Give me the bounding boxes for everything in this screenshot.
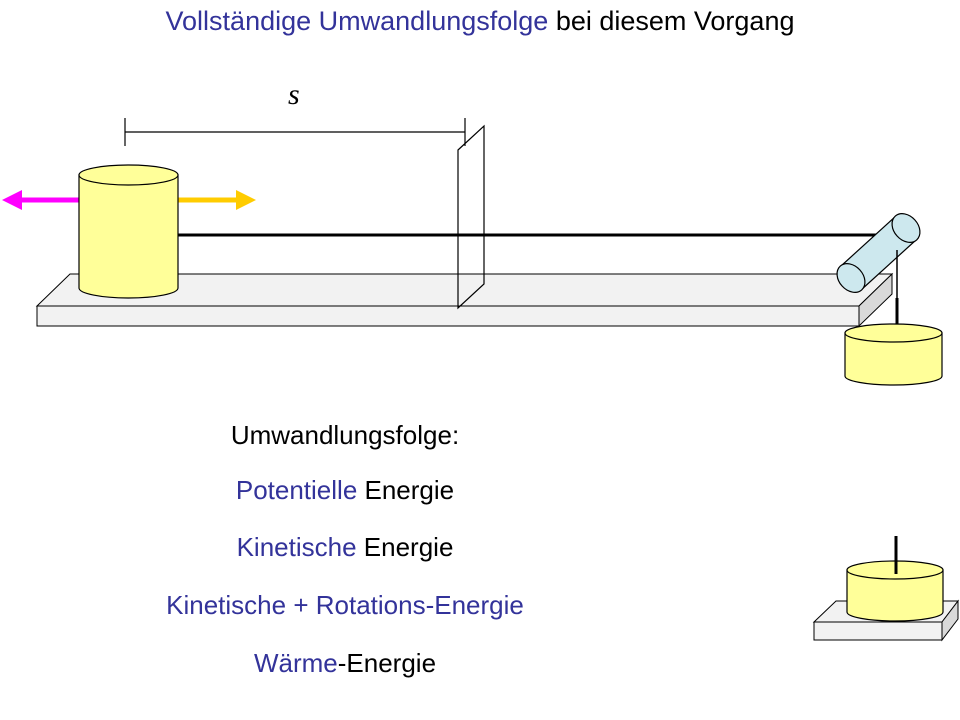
landed-weight (846, 560, 944, 622)
distance-label-s: s (288, 78, 300, 111)
sequence-line-potential-plain: Energie (357, 475, 455, 505)
title-rest: bei diesem Vorgang (555, 6, 795, 36)
sequence-line-heat-colored: Wärme (253, 648, 338, 678)
sequence-line-kinetic-plain: Energie (356, 532, 454, 562)
sequence-line-potential: Potentielle Energie (80, 475, 610, 506)
title-word-vollstaendige: Vollständige (165, 6, 312, 36)
arrow-right (178, 190, 256, 210)
sequence-line-heat-plain: -Energie (337, 648, 437, 678)
sequence-line-heat: Wärme-Energie (80, 648, 610, 679)
sequence-line-kinetic-rotation: Kinetische + Rotations-Energie (80, 590, 610, 621)
cart-cylinder (78, 164, 179, 299)
title-word-umwandlungsfolge: Umwandlungsfolge (318, 6, 549, 36)
track-board (35, 272, 894, 328)
arrow-left (2, 190, 80, 210)
light-barrier-plate (457, 124, 485, 310)
distance-marker (124, 118, 466, 146)
pulley (836, 213, 921, 293)
hanging-weight (844, 323, 943, 386)
sequence-heading: Umwandlungsfolge: (230, 420, 460, 450)
sequence-line-potential-colored: Potentielle (235, 475, 358, 505)
sequence-line-kinetic: Kinetische Energie (80, 532, 610, 563)
sequence-line-kinetic-colored: Kinetische (236, 532, 357, 562)
sequence-line-kinetic-rotation-colored: Kinetische + Rotations-Energie (166, 590, 524, 620)
page-title: Vollständige Umwandlungsfolge bei diesem… (0, 6, 960, 37)
